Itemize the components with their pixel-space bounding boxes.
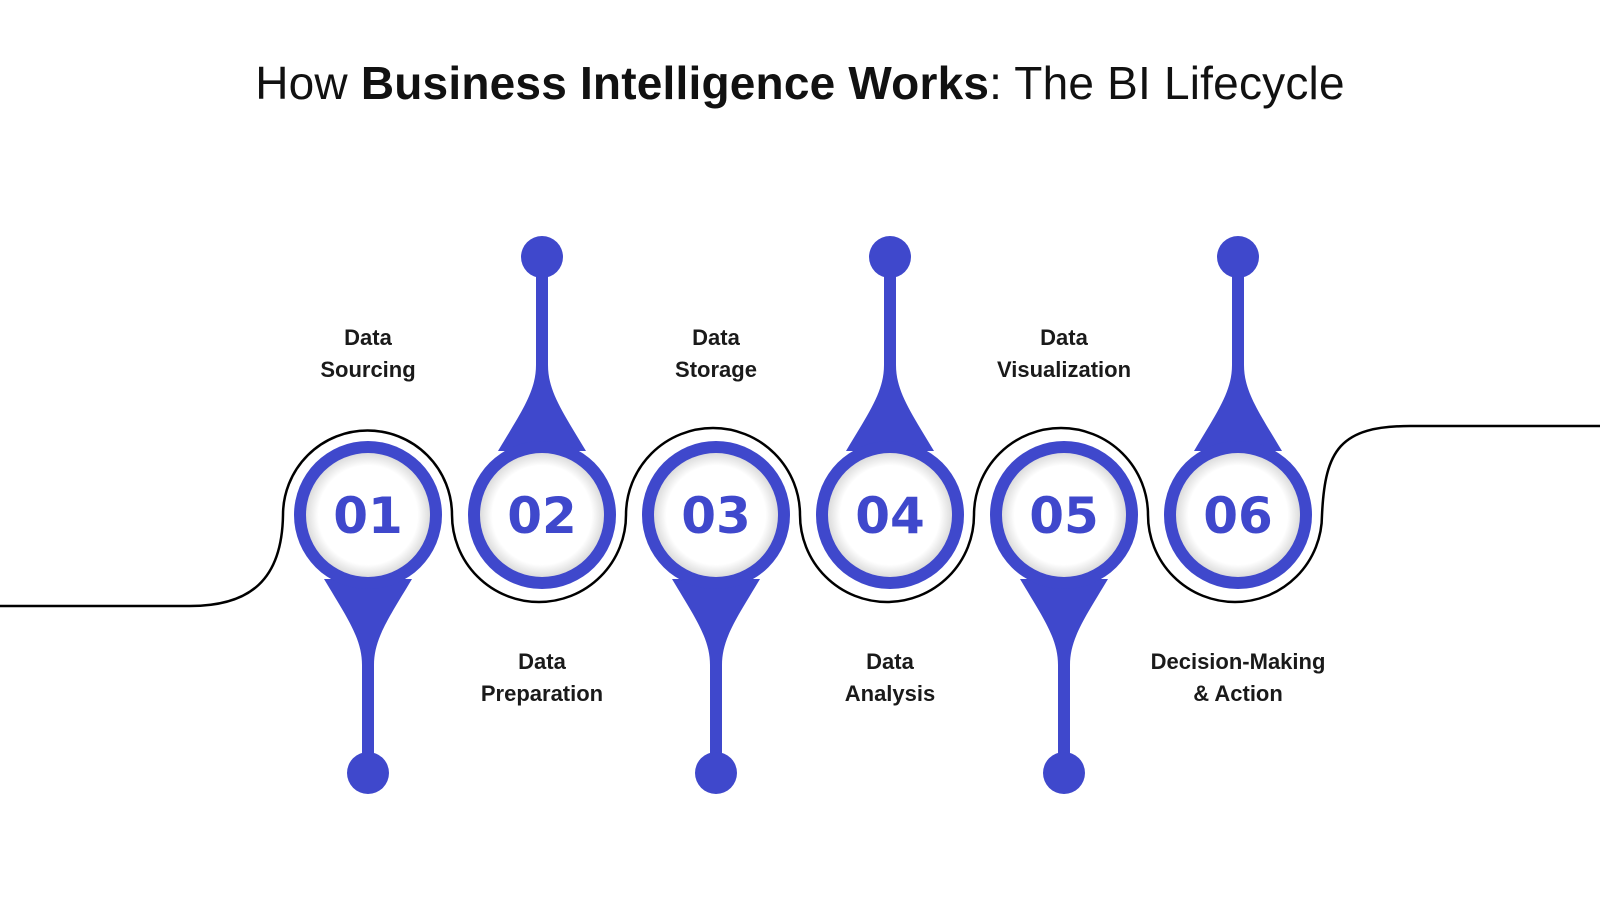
step-circle bbox=[1002, 453, 1126, 577]
connector-stem bbox=[1194, 275, 1282, 451]
title-prefix: How bbox=[255, 57, 361, 109]
step-label-line2: & Action bbox=[1193, 681, 1283, 706]
step-1: 01 bbox=[294, 441, 442, 794]
connector-stem bbox=[1020, 579, 1108, 755]
stem-end-dot bbox=[869, 236, 911, 278]
connector-stem bbox=[846, 275, 934, 451]
step-label-line2: Analysis bbox=[844, 681, 936, 706]
stem-end-dot bbox=[1217, 236, 1259, 278]
title-suffix: : The BI Lifecycle bbox=[989, 57, 1345, 109]
step-label-line1: Data bbox=[866, 649, 914, 674]
connector-stem bbox=[672, 579, 760, 755]
flow-line bbox=[0, 424, 1600, 608]
connector-stem bbox=[498, 275, 586, 451]
step-2: 02 bbox=[468, 236, 616, 589]
step-number: 06 bbox=[1203, 487, 1273, 545]
stem-end-dot bbox=[695, 752, 737, 794]
stem-end-dot bbox=[347, 752, 389, 794]
step-circle bbox=[828, 453, 952, 577]
step-label-line2: Sourcing bbox=[320, 357, 416, 382]
step-number: 02 bbox=[507, 487, 577, 545]
step-label-line2: Visualization bbox=[996, 357, 1132, 382]
stem-end-dot bbox=[1043, 752, 1085, 794]
connector-stem bbox=[324, 579, 412, 755]
step-number: 05 bbox=[1029, 487, 1099, 545]
page-title: How Business Intelligence Works: The BI … bbox=[0, 56, 1600, 110]
step-circle bbox=[306, 453, 430, 577]
step-label-line2: Storage bbox=[675, 357, 757, 382]
step-number: 01 bbox=[333, 487, 403, 545]
step-circle bbox=[480, 453, 604, 577]
title-bold: Business Intelligence Works bbox=[360, 57, 990, 109]
step-label-line2: Preparation bbox=[480, 681, 604, 706]
step-circle bbox=[654, 453, 778, 577]
step-5: 05 bbox=[990, 441, 1138, 794]
step-6: 06 bbox=[1164, 236, 1312, 589]
stem-end-dot bbox=[521, 236, 563, 278]
step-label-line1: Data bbox=[692, 325, 740, 350]
step-label-line1: Data bbox=[518, 649, 566, 674]
step-3: 03 bbox=[642, 441, 790, 794]
step-number: 03 bbox=[681, 487, 751, 545]
step-label-line1: Data bbox=[1040, 325, 1088, 350]
step-label-line1: Data bbox=[344, 325, 392, 350]
step-label-line1: Decision-Making bbox=[1150, 649, 1326, 674]
step-circle bbox=[1176, 453, 1300, 577]
step-number: 04 bbox=[855, 487, 925, 545]
step-4: 04 bbox=[816, 236, 964, 589]
step-label: Decision-Making & Action bbox=[1108, 646, 1368, 710]
